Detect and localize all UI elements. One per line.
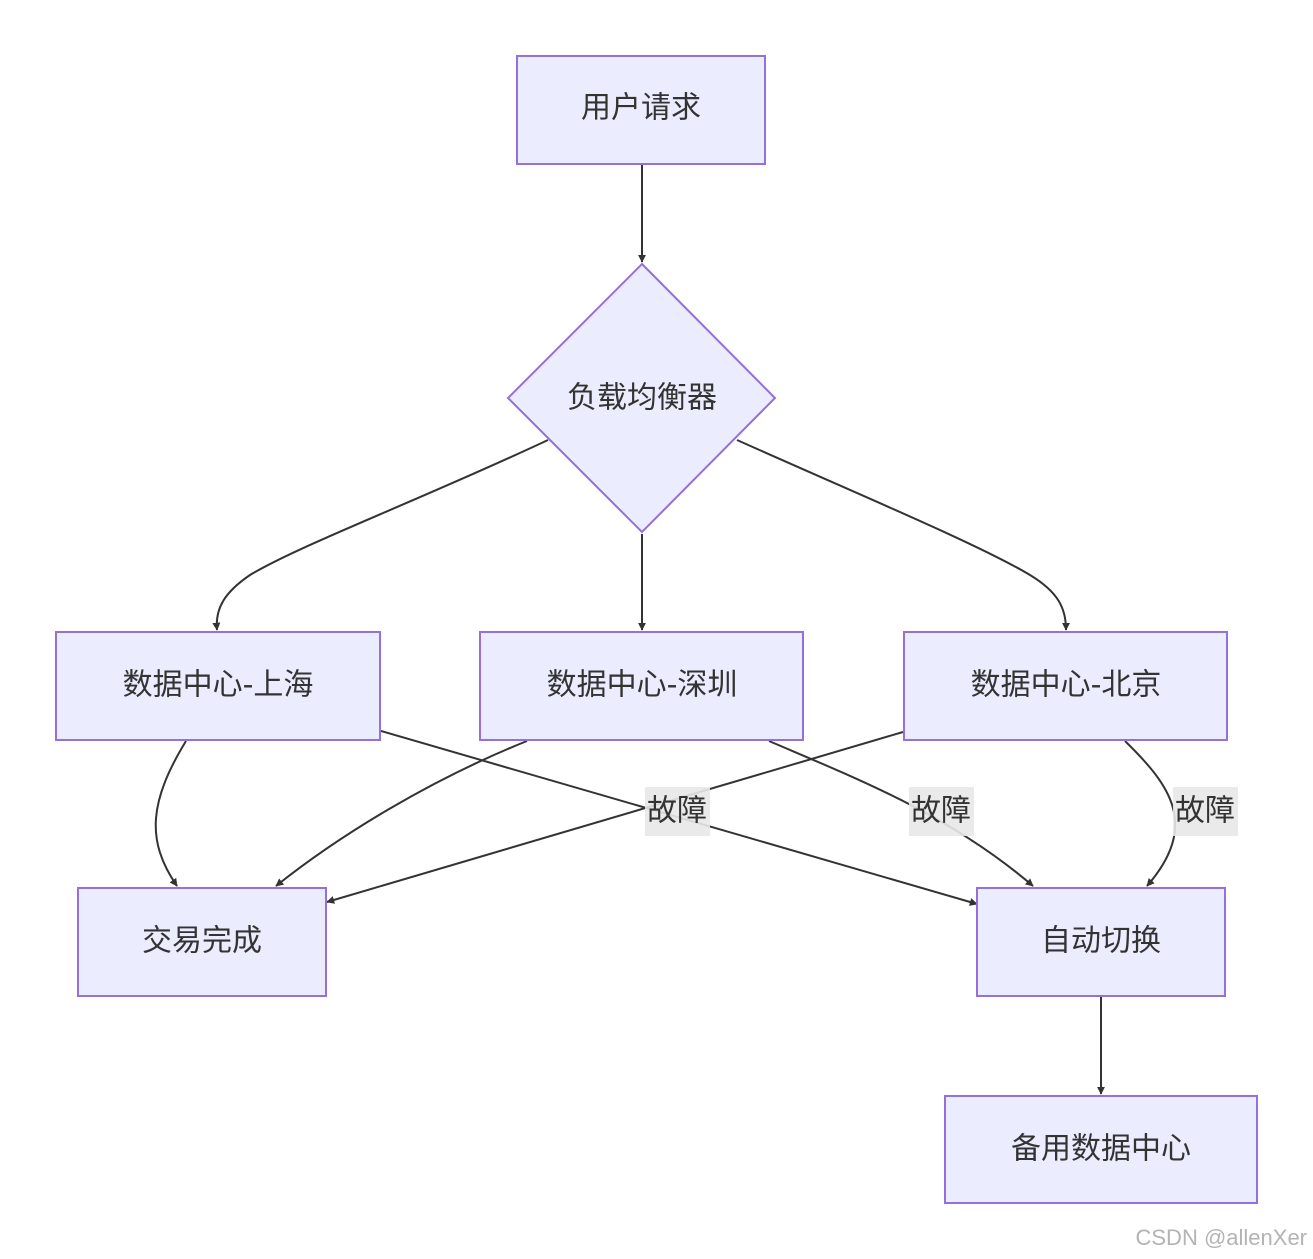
node-dc-beijing-label: 数据中心-北京	[971, 668, 1162, 703]
node-dc-shanghai[interactable]: 数据中心-上海	[55, 631, 381, 741]
node-dc-shenzhen[interactable]: 数据中心-深圳	[479, 631, 804, 741]
watermark: CSDN @allenXer	[1135, 1225, 1308, 1250]
node-transaction-done-label: 交易完成	[142, 924, 262, 959]
node-transaction-done[interactable]: 交易完成	[77, 887, 327, 997]
edge-beijing-to-transaction	[326, 731, 904, 904]
node-dc-shanghai-label: 数据中心-上海	[123, 668, 314, 703]
nodes: 用户请求 负载均衡器 数据中心-上海 数据中心-深圳 数据中心-北京 交易完成 …	[55, 55, 1258, 1204]
node-user-request-label: 用户请求	[581, 91, 701, 126]
node-backup-dc[interactable]: 备用数据中心	[944, 1095, 1258, 1204]
node-auto-switch[interactable]: 自动切换	[976, 887, 1226, 997]
fault-label-beijing: 故障	[1173, 787, 1238, 836]
fault-label-shenzhen-text: 故障	[911, 794, 971, 829]
edge-shenzhen-fault-to-switch	[768, 740, 1034, 887]
node-auto-switch-label: 自动切换	[1041, 924, 1161, 959]
node-backup-dc-label: 备用数据中心	[1011, 1132, 1191, 1167]
edges	[154, 165, 1177, 1095]
edge-shenzhen-to-transaction	[275, 740, 528, 887]
edge-balancer-to-beijing	[736, 439, 1070, 631]
edge-balancer-to-shanghai	[212, 439, 549, 631]
node-user-request[interactable]: 用户请求	[516, 55, 766, 165]
node-load-balancer-label: 负载均衡器	[567, 381, 717, 416]
edge-beijing-fault-to-switch	[1124, 740, 1177, 887]
edge-shanghai-to-transaction	[154, 740, 187, 887]
fault-label-shanghai: 故障	[645, 787, 710, 836]
fault-label-beijing-text: 故障	[1175, 794, 1235, 829]
node-dc-beijing[interactable]: 数据中心-北京	[903, 631, 1228, 741]
edge-labels: 故障 故障 故障	[645, 787, 1238, 836]
fault-label-shenzhen: 故障	[909, 787, 974, 836]
fault-label-shanghai-text: 故障	[647, 794, 707, 829]
node-load-balancer[interactable]: 负载均衡器	[506, 262, 777, 534]
node-dc-shenzhen-label: 数据中心-深圳	[547, 668, 738, 703]
